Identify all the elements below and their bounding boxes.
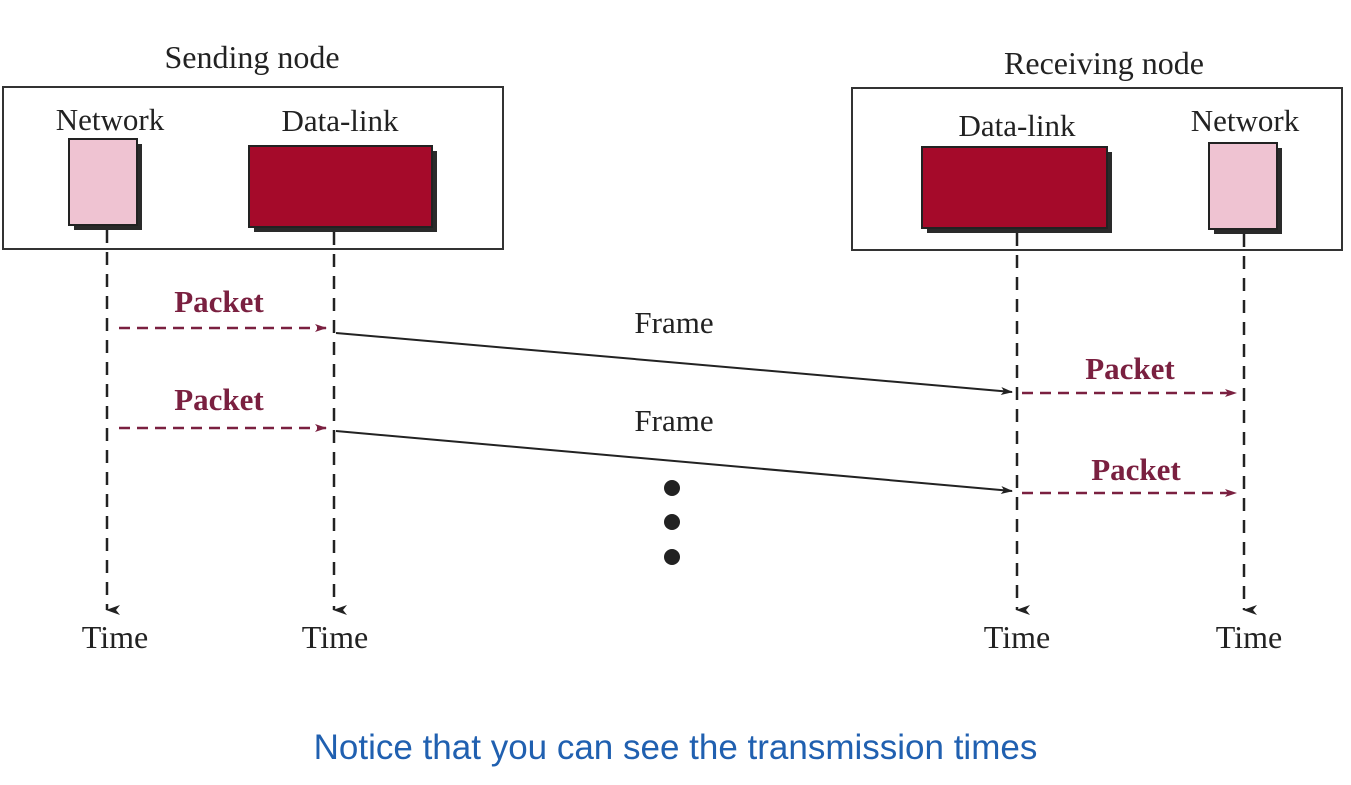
sending-datalink-label: Data-link: [281, 103, 399, 138]
packet-label-received-1: Packet: [1085, 351, 1175, 386]
receiving-network-block: [1208, 142, 1282, 234]
receiving-datalink-block: [921, 146, 1112, 233]
packet-label-sent-1: Packet: [174, 284, 264, 319]
frame-arrow-1: [335, 332, 1013, 396]
time-label-receiving-network: Time: [1216, 619, 1282, 655]
receiving-node-title: Receiving node: [1004, 45, 1204, 81]
sending-node-box: [2, 86, 504, 250]
packet-label-sent-2: Packet: [174, 382, 264, 417]
packet-label-received-2: Packet: [1091, 452, 1181, 487]
time-label-receiving-datalink: Time: [984, 619, 1050, 655]
sending-datalink-block: [248, 145, 437, 232]
frame-label-2: Frame: [634, 403, 713, 438]
receiving-datalink-label: Data-link: [958, 108, 1076, 143]
time-label-sending-datalink: Time: [302, 619, 368, 655]
receiving-node-box: [851, 87, 1343, 251]
caption: Notice that you can see the transmission…: [313, 728, 1038, 767]
sending-network-block: [68, 138, 142, 230]
sending-node-title: Sending node: [164, 39, 339, 75]
sending-network-label: Network: [56, 102, 165, 137]
continuation-dots: [664, 480, 680, 565]
frame-arrow-2: [335, 430, 1013, 495]
time-label-sending-network: Time: [82, 619, 148, 655]
receiving-network-label: Network: [1191, 103, 1300, 138]
frame-label-1: Frame: [634, 305, 713, 340]
